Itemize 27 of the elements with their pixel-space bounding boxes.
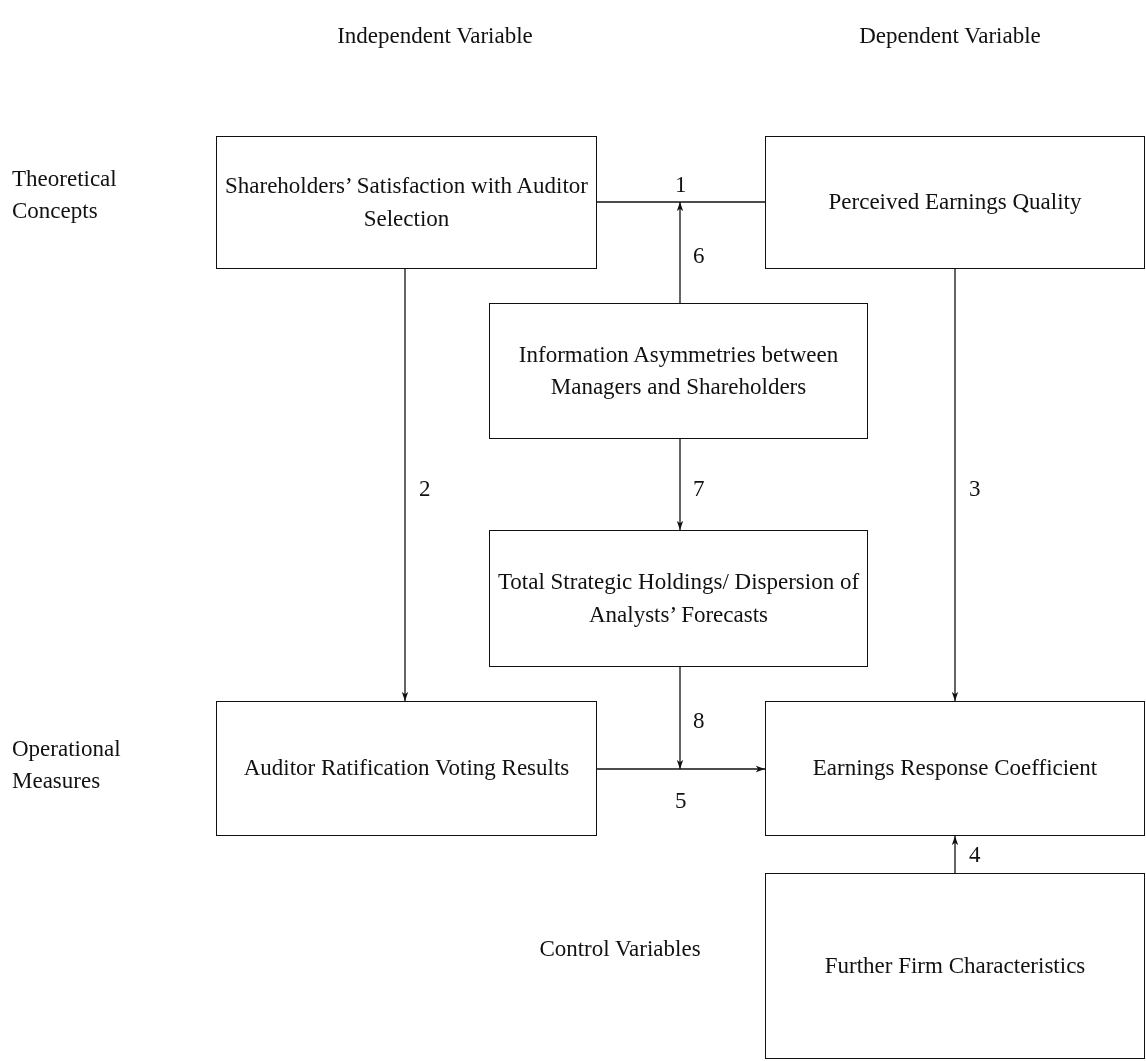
box — [489, 303, 868, 439]
connector-line — [596, 201, 766, 203]
axis-heading: Dependent Variable — [858, 22, 1042, 50]
box — [765, 701, 1145, 836]
box-text: Further Firm Characteristics — [823, 951, 1087, 980]
box — [489, 530, 868, 667]
box-text: Shareholders’ Satisfaction with Auditor Selection — [223, 172, 589, 233]
arrow — [401, 268, 409, 702]
box-text: Perceived Earnings Quality — [827, 188, 1083, 217]
arrow — [676, 201, 684, 304]
axis-heading: Control Variables — [538, 935, 702, 963]
arrow — [596, 765, 766, 773]
box — [765, 136, 1145, 269]
axis-heading: Operational Measures — [11, 735, 122, 796]
axis-heading: Theoretical Concepts — [11, 165, 118, 226]
box — [216, 136, 597, 269]
arrow — [951, 835, 959, 874]
box-text: Total Strategic Holdings/ Dispersion of Analysts’ Forecasts — [496, 568, 861, 629]
arrow — [676, 666, 684, 770]
arrow — [951, 268, 959, 702]
box-text: Auditor Ratification Voting Results — [242, 754, 571, 783]
axis-heading: Independent Variable — [336, 22, 534, 50]
box — [216, 701, 597, 836]
arrow — [676, 438, 684, 531]
box-text: Information Asymmetries between Managers and Shareholders — [517, 340, 840, 401]
box — [765, 873, 1145, 1059]
box-text: Earnings Response Coefficient — [811, 754, 1099, 783]
